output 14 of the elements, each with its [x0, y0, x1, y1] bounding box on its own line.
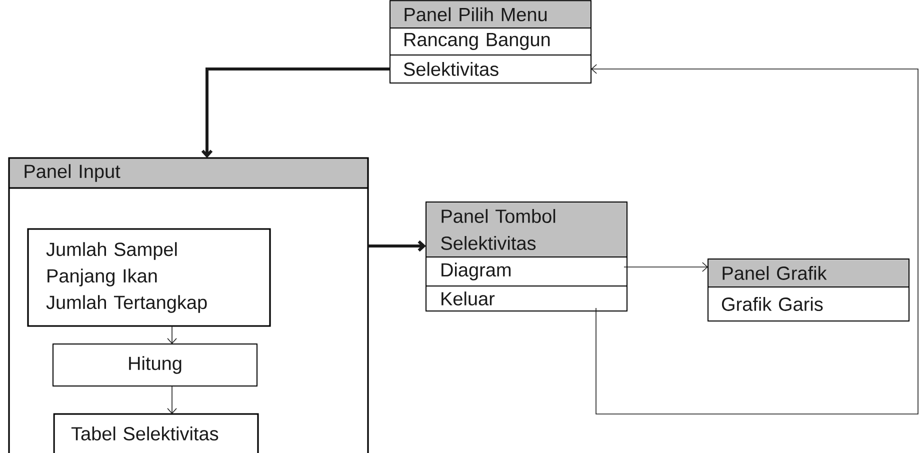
process-box: Hitung [52, 344, 258, 386]
menu-item: Rancang Bangun [390, 28, 592, 56]
arrow [167, 386, 177, 414]
field-list-box: Jumlah Sampel Panjang Ikan Jumlah Tertangkap [27, 228, 271, 327]
menu-item: Grafik Garis [708, 286, 910, 322]
arrow [591, 64, 918, 414]
menu-item: Diagram [426, 256, 628, 286]
arrow [201, 68, 390, 158]
arrow [167, 326, 177, 344]
menu-item: Selektivitas [390, 54, 592, 84]
table-box: Tabel Selektivitas [53, 413, 259, 453]
menu-item: Keluar [426, 286, 628, 312]
arrow [368, 240, 426, 252]
arrow [624, 262, 708, 272]
